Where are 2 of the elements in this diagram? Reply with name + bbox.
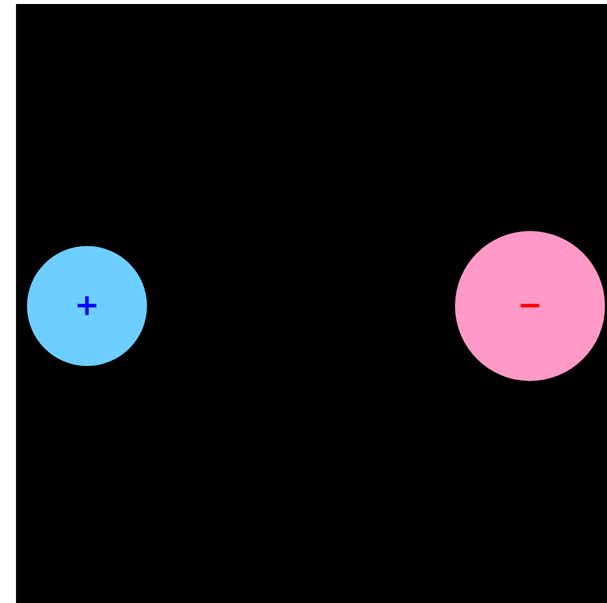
charge-sign: −: [517, 291, 543, 321]
charge-sign: +: [74, 291, 100, 321]
